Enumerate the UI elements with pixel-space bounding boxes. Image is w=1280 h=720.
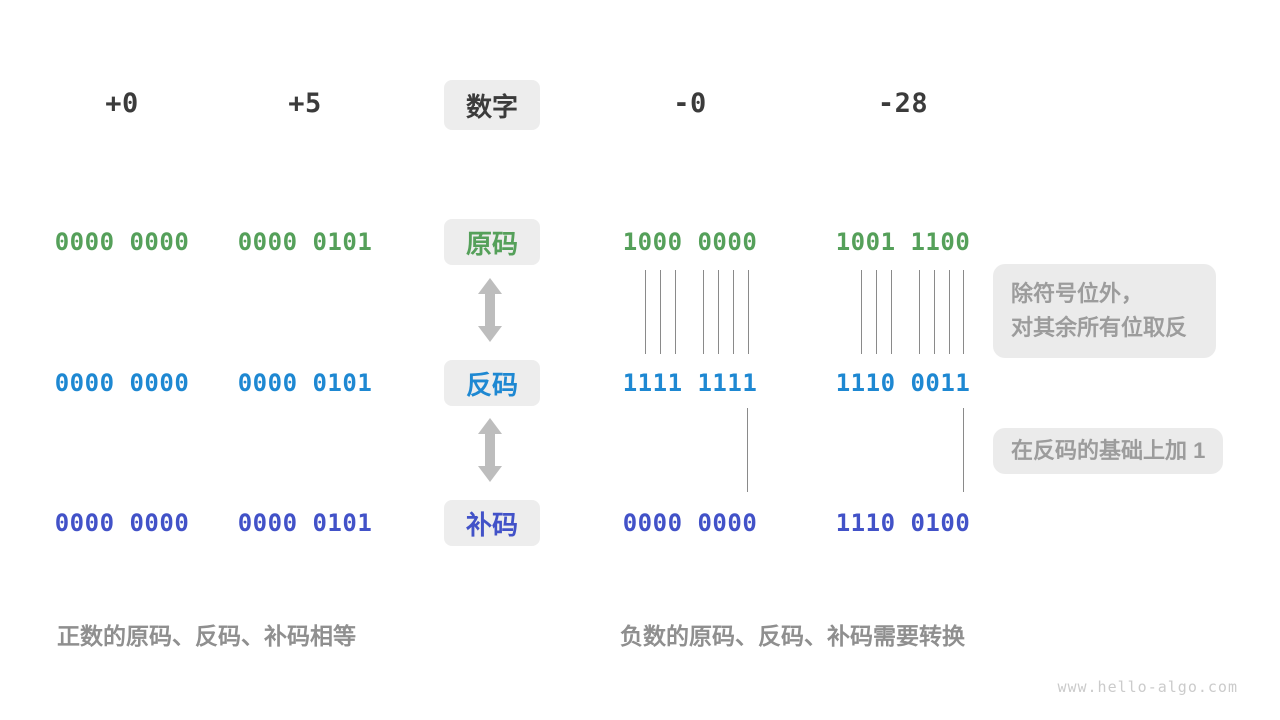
double-arrow-icon: [478, 418, 502, 482]
ones-complement-minus28: 1110 0011: [835, 369, 971, 397]
sign-magnitude-plus5: 0000 0101: [237, 228, 373, 256]
double-arrow-icon: [478, 278, 502, 342]
ones-complement-plus5: 0000 0101: [237, 369, 373, 397]
bit-flip-line: [660, 270, 661, 354]
add-one-line: [963, 408, 964, 492]
column-header-plus0: +0: [105, 88, 139, 119]
ones-complement-plus0: 0000 0000: [54, 369, 190, 397]
positive-numbers-caption: 正数的原码、反码、补码相等: [57, 623, 356, 649]
twos-complement-plus5: 0000 0101: [237, 509, 373, 537]
sign-magnitude-minus0: 1000 0000: [622, 228, 758, 256]
bit-flip-line: [733, 270, 734, 354]
negative-numbers-caption: 负数的原码、反码、补码需要转换: [620, 623, 965, 649]
twos-complement-plus0: 0000 0000: [54, 509, 190, 537]
column-header-minus28: -28: [877, 88, 929, 119]
bit-flip-line: [675, 270, 676, 354]
column-header-plus5: +5: [288, 88, 322, 119]
flip-bits-note: 除符号位外， 对其余所有位取反: [993, 264, 1216, 358]
bit-flip-line: [718, 270, 719, 354]
label-number: 数字: [444, 80, 540, 130]
column-header-minus0: -0: [673, 88, 707, 119]
sign-magnitude-minus28: 1001 1100: [835, 228, 971, 256]
bit-flip-line: [949, 270, 950, 354]
label-ones-complement: 反码: [444, 360, 540, 406]
add-one-line: [747, 408, 748, 492]
bit-flip-line: [919, 270, 920, 354]
bit-flip-line: [645, 270, 646, 354]
sign-magnitude-plus0: 0000 0000: [54, 228, 190, 256]
add-one-note: 在反码的基础上加 1: [993, 428, 1224, 474]
label-twos-complement: 补码: [444, 500, 540, 546]
flip-bits-note-line1: 除符号位外，: [1011, 280, 1144, 306]
bit-flip-line: [876, 270, 877, 354]
bit-flip-line: [861, 270, 862, 354]
bit-flip-line: [748, 270, 749, 354]
flip-bits-note-line2: 对其余所有位取反: [1011, 315, 1188, 340]
twos-complement-minus28: 1110 0100: [835, 509, 971, 537]
bit-flip-line: [963, 270, 964, 354]
label-sign-magnitude: 原码: [444, 219, 540, 265]
twos-complement-minus0: 0000 0000: [622, 509, 758, 537]
ones-complement-minus0: 1111 1111: [622, 369, 758, 397]
site-watermark: www.hello-algo.com: [1057, 678, 1238, 696]
bit-flip-line: [934, 270, 935, 354]
bit-flip-line: [891, 270, 892, 354]
bit-flip-line: [703, 270, 704, 354]
